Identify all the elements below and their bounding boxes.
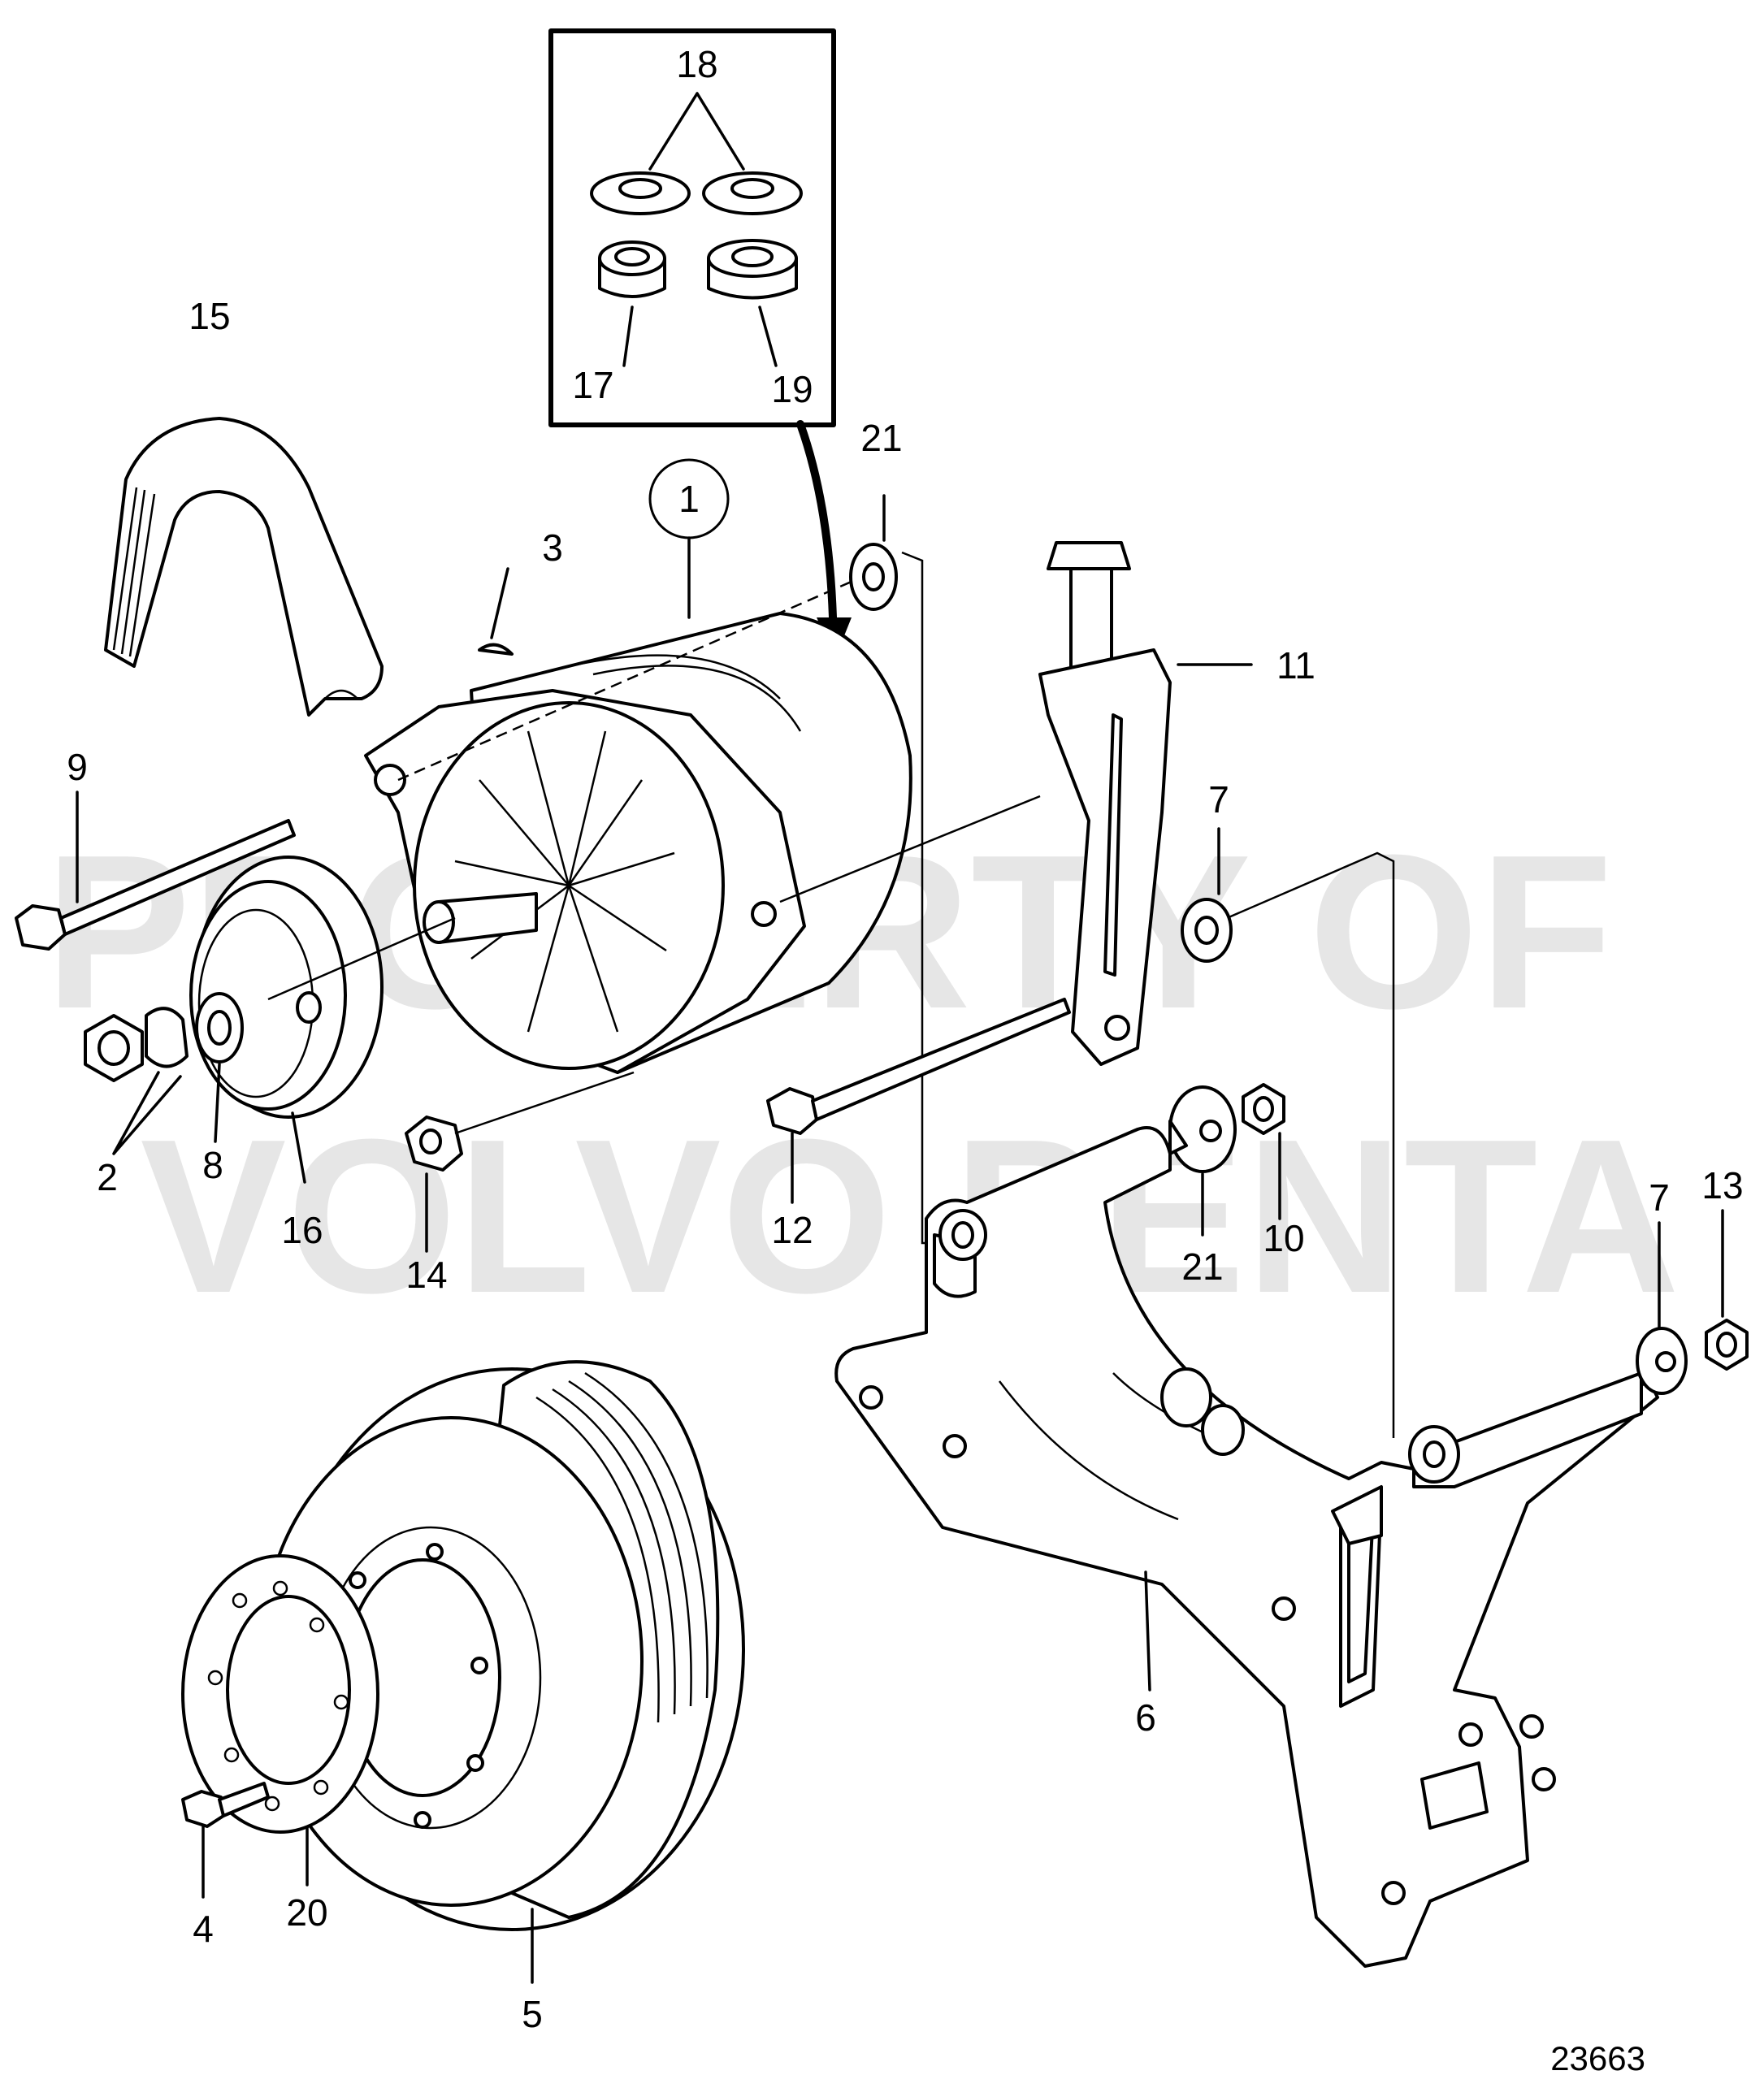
bolt-9 [15,791,296,951]
nut-14 [405,1071,635,1253]
belt-15 [104,417,384,717]
callout-8: 8 [202,1144,223,1186]
bolt-12 [766,998,1071,1204]
washer-18-left [590,171,691,215]
ring-20 [181,1554,379,1887]
callout-1: 1 [678,478,700,520]
callout-12: 12 [771,1209,813,1251]
nut-17 [598,240,666,298]
callout-21-lower: 21 [1181,1245,1223,1288]
callout-4: 4 [193,1908,214,1950]
callout-16: 16 [281,1209,323,1251]
callout-17: 17 [572,364,613,406]
nut-19 [707,239,798,300]
callout-14: 14 [405,1254,447,1296]
detail-inset [548,28,836,427]
nut-10 [1242,1083,1285,1220]
nut-13 [1705,1209,1749,1371]
washer-21-top [849,494,898,611]
tensioner-11 [1038,541,1253,1066]
bushing-7-lower [1636,1221,1688,1395]
callout-7-upper: 7 [1208,778,1229,821]
bracket-6 [834,1126,1659,1968]
nut-washer-2 [84,1007,189,1155]
callout-18: 18 [676,43,717,85]
callout-19: 19 [771,368,813,410]
callout-13: 13 [1701,1164,1743,1206]
bolt-4 [181,1782,270,1899]
key-3 [478,567,514,656]
callout-20: 20 [286,1891,327,1934]
callout-10: 10 [1263,1217,1304,1259]
callout-15: 15 [189,295,230,337]
callout-labels: 1 2 3 4 5 6 7 7 8 9 10 11 12 13 14 15 16… [67,43,1743,2035]
washer-7-upper [1181,827,1233,963]
figure-number: 23663 [1550,2039,1645,2077]
washer-18-right [702,171,803,215]
washer-8 [195,992,244,1143]
callout-9: 9 [67,746,88,788]
callout-7-lower: 7 [1649,1176,1670,1219]
alternator-1 [364,612,912,1074]
callout-5: 5 [522,1993,543,2035]
callout-6: 6 [1135,1696,1156,1739]
watermark-line-2: VOLVO PENTA [140,1094,1679,1339]
callout-3: 3 [542,526,563,569]
callout-21-top: 21 [860,417,902,459]
callout-2: 2 [97,1156,118,1198]
bushing-21-lower [1168,1085,1237,1237]
callout-11: 11 [1276,644,1315,687]
